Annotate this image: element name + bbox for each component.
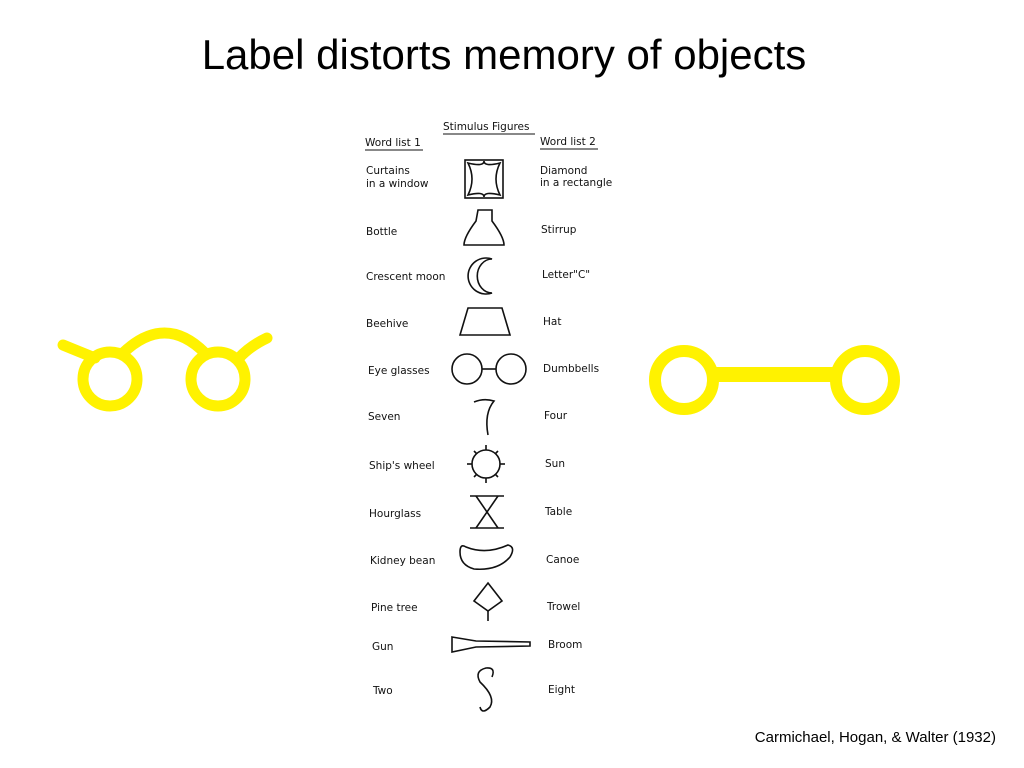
list1-label: Hourglass — [369, 508, 421, 520]
stimulus-figures-column — [451, 159, 531, 712]
list2-label: Four — [544, 410, 568, 422]
eyeglasses-icon — [451, 353, 527, 385]
list1-label: Crescent moon — [366, 271, 445, 283]
list2-label: Dumbbells — [543, 363, 599, 375]
list2-label: Diamond — [540, 165, 587, 177]
gun-icon — [451, 636, 531, 653]
seven-icon — [473, 398, 496, 436]
list2-label: Table — [544, 506, 572, 518]
list2-label: Hat — [543, 316, 561, 328]
list1-label: Beehive — [366, 318, 408, 330]
list2-label: Broom — [548, 639, 582, 651]
dumbbells-drawing-icon — [649, 345, 900, 415]
list2-label: Eight — [548, 684, 575, 696]
list1-label: Two — [372, 685, 393, 697]
bottle-icon — [463, 209, 505, 246]
kidney-bean-icon — [459, 544, 514, 571]
list1-label: Eye glasses — [368, 365, 430, 377]
ships-wheel-icon — [467, 445, 505, 483]
eyeglasses-drawing-icon — [57, 327, 273, 412]
list2-label: Canoe — [546, 554, 579, 566]
list2-label: Trowel — [546, 601, 580, 613]
list1-label: Kidney bean — [370, 555, 435, 567]
stimulus-figures-header: Stimulus Figures — [443, 121, 530, 133]
hourglass-icon — [470, 495, 504, 529]
list1-label: Ship's wheel — [369, 460, 435, 472]
word-list-1-column: Curtains in a window Bottle Crescent moo… — [366, 165, 445, 697]
word-list-2-header: Word list 2 — [540, 136, 596, 148]
slide-title: Label distorts memory of objects — [201, 31, 807, 78]
stimulus-figures-table: Stimulus Figures Word list 1 Word list 2… — [365, 121, 612, 712]
list1-label: Gun — [372, 641, 393, 653]
word-list-2-column: Diamond in a rectangle Stirrup Letter"C"… — [540, 165, 612, 696]
two-icon — [477, 667, 494, 712]
list1-label: in a window — [366, 178, 429, 190]
curtains-window-icon — [464, 159, 504, 199]
list1-label: Pine tree — [371, 602, 418, 614]
list1-label: Seven — [368, 411, 400, 423]
pine-tree-icon — [472, 581, 504, 621]
word-list-1-header: Word list 1 — [365, 137, 421, 149]
crescent-icon — [467, 257, 493, 295]
list1-label: Bottle — [366, 226, 397, 238]
beehive-icon — [458, 307, 512, 336]
list2-label: Letter"C" — [542, 269, 590, 281]
list1-label: Curtains — [366, 165, 410, 177]
list2-label: in a rectangle — [540, 177, 612, 189]
list2-label: Stirrup — [541, 224, 577, 236]
list2-label: Sun — [545, 458, 565, 470]
citation: Carmichael, Hogan, & Walter (1932) — [754, 729, 996, 746]
